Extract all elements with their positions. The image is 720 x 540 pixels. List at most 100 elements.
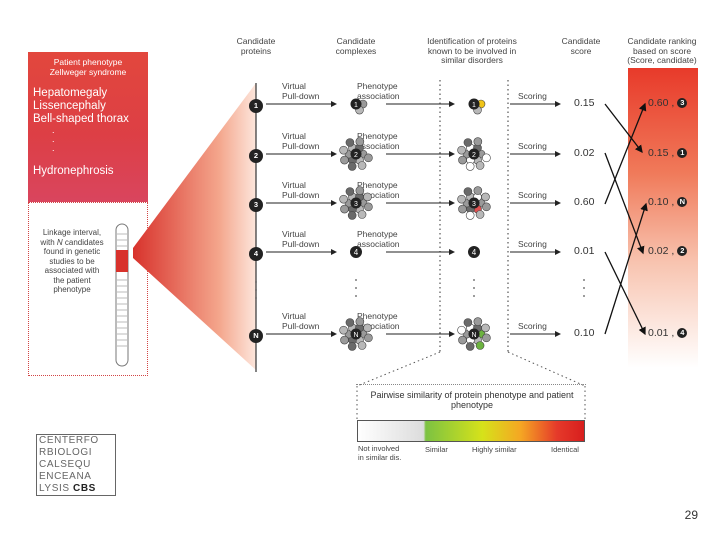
header-candidate-complexes: Candidate complexes xyxy=(335,36,377,56)
phenotype-association-label: Phenotype association xyxy=(357,131,400,151)
legend-not-involved: Not involved in similar dis. xyxy=(358,444,402,462)
logo-line: CENTERFO xyxy=(39,435,99,446)
legend-identical: Identical xyxy=(551,445,579,454)
candidate-score-value: 0.10 xyxy=(574,327,595,339)
phenotype-association-label: Phenotype association xyxy=(357,311,400,331)
protein-node xyxy=(457,325,466,335)
scoring-label: Scoring xyxy=(518,321,547,331)
ranking-candidate-badge: N xyxy=(677,197,688,208)
protein-node xyxy=(457,145,466,155)
phenotype-item: Lissencephaly xyxy=(33,100,106,112)
ranking-entry: 0.01 ,4 xyxy=(648,327,688,339)
scoring-label: Scoring xyxy=(518,91,547,101)
protein-node xyxy=(458,335,467,345)
virtual-pulldown-label: Virtual Pull-down xyxy=(282,311,320,331)
ranking-score: 0.01 , xyxy=(648,327,675,339)
protein-node xyxy=(482,202,491,212)
legend-similar: Similar xyxy=(425,445,448,454)
ranking-entry: 0.60 ,3 xyxy=(648,97,688,109)
similarity-color-bar xyxy=(357,420,585,442)
protein-node xyxy=(463,138,473,147)
virtual-pulldown-label: Virtual Pull-down xyxy=(282,131,320,151)
cluster-hub xyxy=(350,98,362,110)
protein-node xyxy=(473,317,483,326)
ranking-candidate-badge: 1 xyxy=(677,148,688,159)
protein-node xyxy=(473,137,483,146)
candidate-id-badge: N xyxy=(249,329,263,343)
protein-node xyxy=(481,323,490,333)
cluster-hub xyxy=(350,328,362,340)
virtual-pulldown-label: Virtual Pull-down xyxy=(282,180,320,200)
protein-node xyxy=(355,186,365,195)
protein-node xyxy=(481,192,490,202)
protein-node xyxy=(339,145,348,155)
logo-line: ENCEANA xyxy=(39,471,92,482)
protein-node xyxy=(465,342,475,351)
ranking-entry: 0.10 ,N xyxy=(648,196,688,208)
protein-node xyxy=(475,341,485,350)
protein-node xyxy=(458,204,467,214)
protein-node xyxy=(363,192,372,202)
protein-node xyxy=(465,162,475,171)
protein-node xyxy=(340,335,349,345)
header-identification: Identification of proteins known to be i… xyxy=(427,36,517,65)
protein-node xyxy=(340,204,349,214)
protein-node xyxy=(347,211,357,220)
protein-node xyxy=(339,194,348,204)
protein-node xyxy=(364,202,373,212)
scoring-label: Scoring xyxy=(518,141,547,151)
header-candidate-proteins: Candidate proteins xyxy=(236,36,276,56)
logo-line: CALSEQU xyxy=(39,459,91,470)
cluster-label: 4 xyxy=(472,248,477,257)
protein-node xyxy=(475,210,485,219)
protein-node xyxy=(482,153,491,163)
virtual-pulldown-label: Virtual Pull-down xyxy=(282,229,320,249)
candidate-score-value: 0.15 xyxy=(574,97,595,109)
candidate-id-badge: 1 xyxy=(249,99,263,113)
phenotype-association-label: Phenotype association xyxy=(357,229,400,249)
phenotype-association-label: Phenotype association xyxy=(357,81,400,101)
ranking-entry: 0.15 ,1 xyxy=(648,147,688,159)
protein-node xyxy=(475,161,485,170)
protein-node xyxy=(357,341,367,350)
logo-line: LYSIS CBS xyxy=(39,483,96,494)
protein-node xyxy=(364,153,373,163)
cluster-label: 3 xyxy=(472,201,476,208)
protein-node xyxy=(355,137,365,146)
chromosome-illustration xyxy=(115,223,129,367)
protein-node xyxy=(347,342,357,351)
protein-node xyxy=(463,318,473,327)
patient-phenotype-box: Patient phenotype Zellweger syndrome Hep… xyxy=(28,52,148,202)
protein-node xyxy=(340,155,349,165)
page-number: 29 xyxy=(684,508,698,522)
ranking-entry: 0.02 ,2 xyxy=(648,245,688,257)
protein-node xyxy=(345,187,355,196)
header-candidate-score: Candidate score xyxy=(561,36,601,56)
protein-node xyxy=(347,162,357,171)
legend-highly-similar: Highly similar xyxy=(472,445,517,454)
ranking-candidate-badge: 4 xyxy=(677,328,688,339)
cluster-label: N xyxy=(353,332,358,339)
cluster-hub xyxy=(468,98,480,110)
phenotype-item: Bell-shaped thorax xyxy=(33,113,129,125)
cluster-hub xyxy=(468,148,480,160)
ranking-score: 0.15 , xyxy=(648,147,675,159)
linkage-interval-text: Linkage interval, with N candidates foun… xyxy=(40,228,104,294)
ranking-score: 0.10 , xyxy=(648,196,675,208)
ranking-score: 0.02 , xyxy=(648,245,675,257)
cluster-label: 4 xyxy=(354,248,359,257)
candidate-score-value: 0.60 xyxy=(574,196,595,208)
ranking-candidate-badge: 2 xyxy=(677,246,688,257)
protein-node xyxy=(345,138,355,147)
linkage-interval-box xyxy=(28,202,148,376)
protein-node xyxy=(345,318,355,327)
candidate-id-badge: 4 xyxy=(249,247,263,261)
legend-title: Pairwise similarity of protein phenotype… xyxy=(370,390,574,410)
cluster-hub xyxy=(468,328,480,340)
protein-node xyxy=(350,246,362,258)
